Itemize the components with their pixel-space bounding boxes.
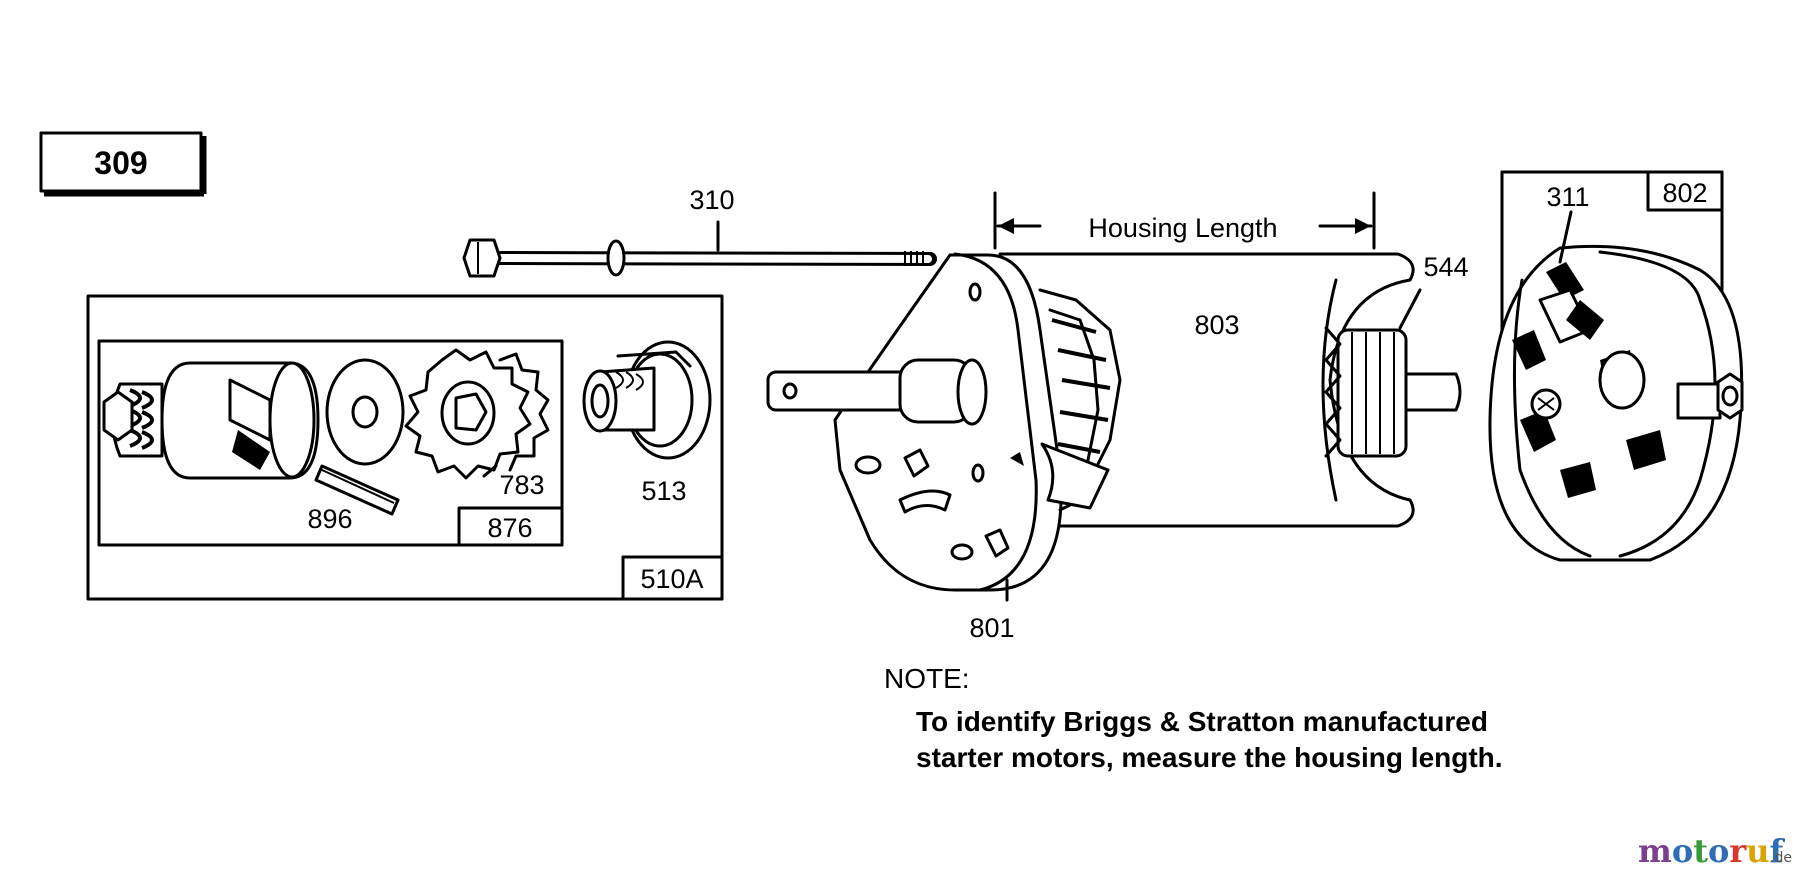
part-876-box	[457, 506, 564, 547]
part-310-through-bolt	[462, 220, 937, 278]
assembly-code-box: 309	[39, 131, 207, 197]
note-title: NOTE:	[884, 663, 970, 694]
label-544: 544	[1423, 252, 1468, 282]
watermark-logo: motoruf .de	[1638, 832, 1792, 870]
note-line-2: starter motors, measure the housing leng…	[916, 742, 1503, 773]
note-line-1: To identify Briggs & Stratton manufactur…	[916, 706, 1488, 737]
part-544-armature	[1324, 326, 1462, 458]
label-801: 801	[969, 613, 1014, 643]
label-876: 876	[487, 513, 532, 543]
assembly-code: 309	[94, 145, 147, 181]
label-510A: 510A	[640, 564, 703, 594]
dimension-label: Housing Length	[1088, 213, 1277, 243]
label-783: 783	[499, 470, 544, 500]
part-513-retainer	[582, 340, 712, 460]
part-783-gear	[404, 348, 550, 480]
part-802-commutator-end-cap	[1488, 170, 1744, 562]
label-513: 513	[641, 476, 686, 506]
label-803: 803	[1194, 310, 1239, 340]
washer	[325, 358, 405, 466]
part-896-pin	[314, 464, 400, 516]
watermark-brand: motoruf	[1638, 832, 1785, 870]
label-311: 311	[1546, 182, 1589, 212]
watermark-suffix: .de	[1770, 850, 1792, 866]
drive-pinion-housing	[102, 361, 320, 480]
label-896: 896	[307, 504, 352, 534]
housing-length-dimension	[993, 191, 1376, 250]
label-310: 310	[689, 185, 734, 215]
part-801-end-cap	[766, 252, 1122, 592]
part-510A-drive-kit-box	[86, 294, 724, 601]
label-802: 802	[1662, 178, 1707, 208]
